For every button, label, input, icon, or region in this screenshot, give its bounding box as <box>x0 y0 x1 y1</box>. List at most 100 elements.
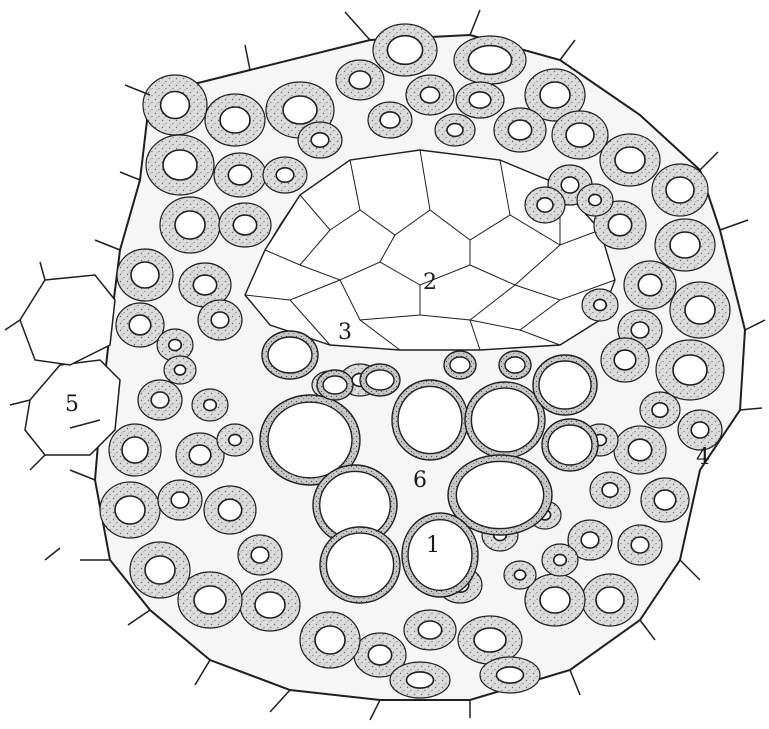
cell-lumen <box>220 107 250 133</box>
sclerenchyma-cell <box>454 36 526 84</box>
sclerenchyma-cell <box>656 340 724 400</box>
cell-lumen <box>670 232 700 258</box>
sclerenchyma-cell <box>109 424 161 476</box>
cell-lumen <box>122 437 148 463</box>
cell-lumen <box>171 492 189 508</box>
sclerenchyma-cell <box>240 579 300 631</box>
cell-lumen <box>174 365 185 375</box>
cell-lumen <box>596 587 624 613</box>
sclerenchyma-cell <box>298 122 342 158</box>
cell-lumen <box>211 312 229 328</box>
sclerenchyma-cell <box>146 135 214 195</box>
cell-lumen <box>145 556 175 584</box>
sclerenchyma-cell <box>655 219 715 271</box>
cell-lumen <box>614 350 636 370</box>
sclerenchyma-cell <box>160 197 220 253</box>
cell-lumen <box>638 274 661 296</box>
cell-lumen <box>420 87 439 103</box>
vessel-lumen <box>505 357 525 373</box>
cell-lumen <box>129 315 151 335</box>
cell-lumen <box>554 554 567 565</box>
cell-lumen <box>276 168 294 182</box>
sclerenchyma-cell <box>100 482 160 538</box>
cell-lumen <box>251 547 269 563</box>
outer-thin-cell-upper <box>20 275 115 365</box>
sclerenchyma-cell <box>198 300 242 340</box>
cell-lumen <box>228 165 251 185</box>
sclerenchyma-cell <box>117 249 173 301</box>
xylem-vessel <box>392 380 468 460</box>
xylem-vessel <box>402 513 478 597</box>
sclerenchyma-cell <box>640 392 680 428</box>
sclerenchyma-cell <box>116 303 164 347</box>
sclerenchyma-cell <box>205 94 265 146</box>
vessel-lumen <box>450 357 470 373</box>
cell-lumen <box>628 439 651 461</box>
cell-lumen <box>233 215 256 235</box>
sclerenchyma-cell <box>214 153 266 197</box>
cell-lumen <box>229 434 242 445</box>
sclerenchyma-cell <box>582 574 638 626</box>
sclerenchyma-cell <box>582 289 618 321</box>
sclerenchyma-cell <box>263 157 307 193</box>
cell-lumen <box>608 214 631 236</box>
cell-lumen <box>652 403 668 417</box>
cell-lumen <box>561 177 579 193</box>
sclerenchyma-cell <box>204 486 256 534</box>
sclerenchyma-cell <box>601 338 649 382</box>
sclerenchyma-cell <box>300 612 360 668</box>
sclerenchyma-cell <box>504 561 536 589</box>
cell-lumen <box>581 532 599 548</box>
sclerenchyma-cell <box>238 535 282 575</box>
xylem-vessel <box>499 351 531 379</box>
xylem-vessel <box>542 419 598 471</box>
sclerenchyma-cell <box>600 134 660 186</box>
cell-lumen <box>615 147 645 173</box>
sclerenchyma-cell <box>652 164 708 216</box>
cell-lumen <box>115 496 145 524</box>
vessel-lumen <box>268 402 352 478</box>
sclerenchyma-cell <box>542 544 578 576</box>
sclerenchyma-cell <box>435 114 475 146</box>
cell-lumen <box>497 667 524 683</box>
cell-lumen <box>691 422 709 438</box>
cell-lumen <box>380 112 400 128</box>
xylem-vessel <box>262 331 318 379</box>
cell-lumen <box>255 592 285 618</box>
sclerenchyma-cell <box>552 111 608 159</box>
cell-lumen <box>204 399 217 410</box>
cell-lumen <box>666 177 694 203</box>
cell-lumen <box>283 96 317 124</box>
cell-lumen <box>218 499 241 521</box>
cell-lumen <box>447 124 463 137</box>
sclerenchyma-cell <box>138 380 182 420</box>
cell-lumen <box>368 645 391 665</box>
cell-lumen <box>540 82 570 108</box>
sclerenchyma-cell <box>404 610 456 650</box>
sclerenchyma-cell <box>494 108 546 152</box>
cell-lumen <box>469 92 491 108</box>
sclerenchyma-cell <box>590 472 630 508</box>
label-1: 1 <box>426 533 440 558</box>
cell-lumen <box>161 92 190 119</box>
vessel-lumen <box>326 533 393 597</box>
sclerenchyma-cell <box>373 24 437 76</box>
vessel-lumen <box>548 425 592 465</box>
cell-lumen <box>508 120 531 140</box>
sclerenchyma-cell <box>641 478 689 522</box>
sclerenchyma-cell <box>406 75 454 115</box>
xylem-vessel <box>317 370 353 400</box>
vessel-lumen <box>408 520 472 591</box>
cell-lumen <box>654 490 676 510</box>
sclerenchyma-cell <box>164 356 196 384</box>
cell-lumen <box>407 672 434 688</box>
xylem-vessel <box>444 351 476 379</box>
vessel-lumen <box>398 386 462 453</box>
sclerenchyma-cell <box>368 102 412 138</box>
cell-lumen <box>537 198 553 212</box>
cell-lumen <box>514 570 525 580</box>
sclerenchyma-cell <box>390 662 450 698</box>
cell-lumen <box>631 322 649 338</box>
xylem-vessel <box>533 355 597 415</box>
